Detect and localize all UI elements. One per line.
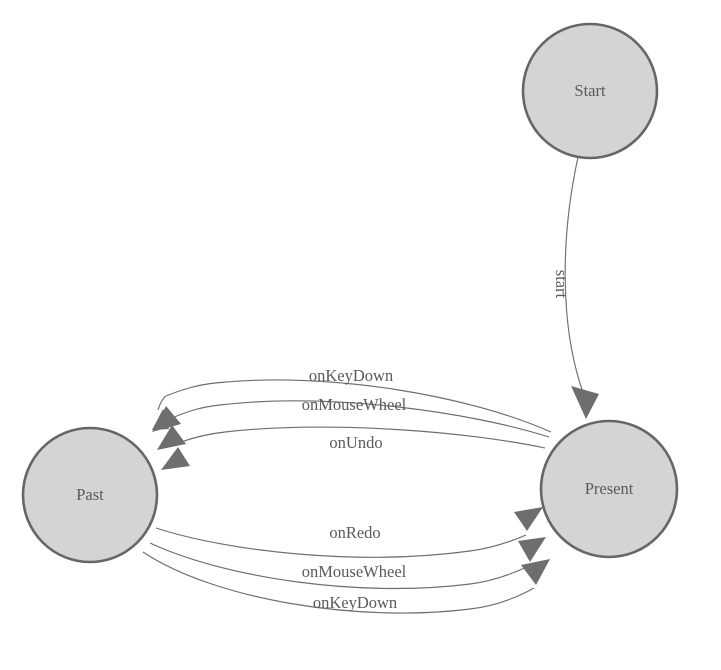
edge-present-past-undo-label: onUndo — [329, 433, 382, 452]
edge-present-past-undo-head — [161, 447, 190, 470]
edge-past-present-mousewheel-label: onMouseWheel — [302, 562, 407, 581]
edge-past-present-mousewheel-path — [149, 542, 530, 590]
edge-past-present-mousewheel-head — [518, 537, 546, 562]
node-past-circle — [21, 426, 159, 564]
edge-past-present-redo-path — [155, 527, 527, 558]
edge-present-past-keydown-label: onKeyDown — [309, 366, 393, 385]
edge-present-past-mousewheel-head — [157, 425, 186, 450]
edge-present-past-mousewheel-label: onMouseWheel — [302, 395, 407, 414]
edge-start-arrowhead — [571, 386, 599, 419]
edge-present-past-keydown[interactable]: onKeyDown — [152, 366, 552, 433]
node-past[interactable]: Past — [21, 426, 159, 564]
node-present-label: Present — [585, 479, 634, 498]
edge-present-past-undo-path — [177, 426, 546, 449]
edge-present-past-keydown-head — [152, 406, 181, 432]
node-present[interactable]: Present — [539, 419, 679, 559]
node-start-circle — [521, 22, 659, 160]
edge-present-past-mousewheel[interactable]: onMouseWheel — [157, 395, 550, 450]
node-start-label: Start — [574, 81, 606, 100]
edge-past-present-mousewheel[interactable]: onMouseWheel — [149, 537, 546, 590]
edge-past-present-redo-head — [514, 507, 543, 531]
edge-past-present-keydown[interactable]: onKeyDown — [142, 551, 550, 614]
edge-past-present-keydown-label: onKeyDown — [313, 593, 397, 612]
edge-past-present-keydown-path — [142, 551, 535, 614]
edge-present-past-undo[interactable]: onUndo — [161, 426, 546, 470]
node-present-circle — [539, 419, 679, 559]
edge-start[interactable]: start — [552, 156, 599, 419]
edge-present-past-keydown-tail — [157, 395, 167, 411]
edge-start-label: start — [552, 270, 571, 299]
edge-start-path — [564, 156, 585, 396]
node-start[interactable]: Start — [521, 22, 659, 160]
edge-present-past-mousewheel-path — [171, 400, 550, 438]
edge-past-present-keydown-head — [521, 559, 550, 585]
node-past-label: Past — [76, 485, 104, 504]
edge-past-present-redo-label: onRedo — [329, 523, 380, 542]
edge-past-present-redo[interactable]: onRedo — [155, 507, 543, 558]
edge-present-past-keydown-path — [165, 379, 552, 433]
